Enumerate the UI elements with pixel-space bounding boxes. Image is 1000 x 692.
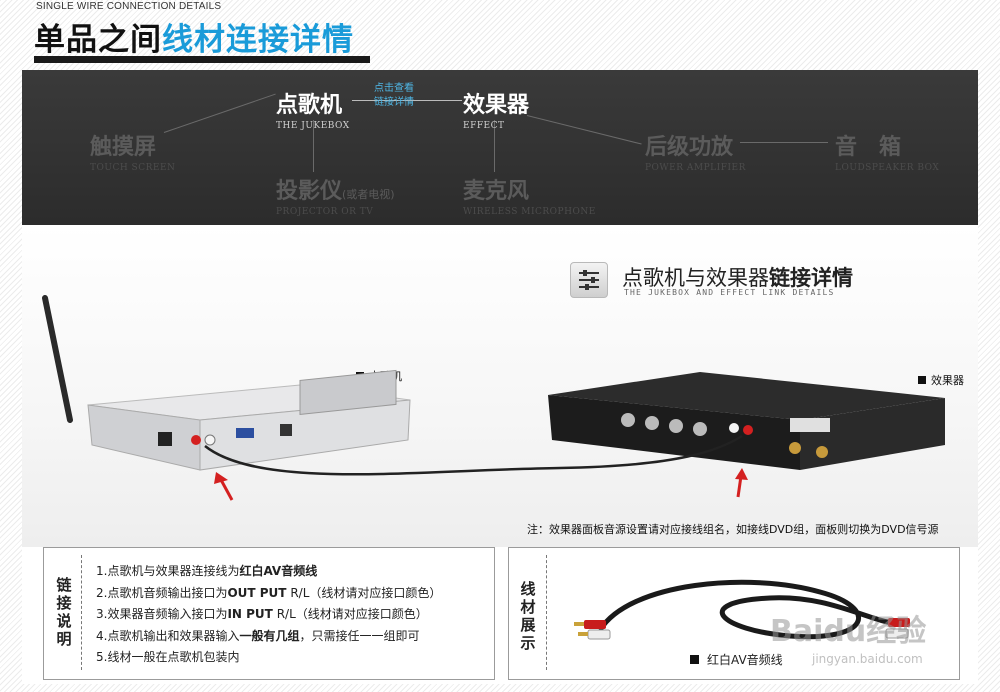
line-effect-amp bbox=[526, 115, 642, 145]
projector-zh: 投影仪 bbox=[276, 179, 343, 204]
rca-cable-image bbox=[574, 579, 910, 640]
item-text: 1.点歌机与效果器连接线为 bbox=[96, 564, 240, 578]
instruction-item: 3.效果器音频输入接口为IN PUT R/L（线材请对应接口颜色） bbox=[96, 604, 441, 626]
title-underline bbox=[34, 56, 370, 63]
node-amplifier-label: 后级功放 bbox=[645, 135, 734, 160]
node-touch-screen[interactable]: 触摸屏 TOUCH SCREEN bbox=[90, 129, 175, 173]
node-jukebox-label: 点歌机 bbox=[276, 93, 343, 118]
line-jukebox-effect bbox=[352, 100, 462, 101]
node-effect[interactable]: 效果器 EFFECT bbox=[463, 87, 529, 131]
node-jukebox[interactable]: 点歌机 THE JUKEBOX bbox=[276, 87, 350, 131]
item-text: 4.点歌机输出和效果器输入 bbox=[96, 628, 240, 643]
link-details-title-en: THE JUKEBOX AND EFFECT LINK DETAILS bbox=[624, 288, 835, 297]
cable-divider bbox=[546, 555, 547, 670]
effect-source-note: 注：效果器面板音源设置请对应接线组名，如接线DVD组，面板则切换为DVD信号源 bbox=[527, 523, 939, 536]
page-title: 单品之间线材连接详情 bbox=[34, 14, 354, 59]
view-link-details-link[interactable]: 点击查看 链接详情 bbox=[374, 82, 414, 110]
title-part-1: 单品之间 bbox=[34, 22, 162, 58]
node-speaker[interactable]: 音 箱 LOUDSPEAKER BOX bbox=[835, 129, 939, 173]
line-touch-jukebox bbox=[163, 93, 276, 133]
topology-band: 点歌机 THE JUKEBOX 点击查看 链接详情 效果器 EFFECT 触摸屏… bbox=[22, 70, 978, 225]
item-text: 3.效果器音频输入接口为 bbox=[96, 607, 228, 621]
projector-sub: (或者电视) bbox=[342, 188, 395, 201]
label-effect: 效果器 bbox=[918, 372, 964, 388]
node-effect-en: EFFECT bbox=[463, 121, 505, 131]
item-bold: 一般有几组 bbox=[239, 628, 300, 643]
node-microphone-en: WIRELESS MICROPHONE bbox=[463, 207, 596, 217]
node-speaker-label: 音 箱 bbox=[835, 135, 902, 160]
sliders-icon bbox=[570, 262, 608, 298]
node-microphone[interactable]: 麦克风 WIRELESS MICROPHONE bbox=[463, 173, 596, 217]
item-post: R/L（线材请对应接口颜色） bbox=[272, 607, 428, 621]
cable-side-label: 线材展示 bbox=[520, 580, 536, 652]
node-jukebox-en: THE JUKEBOX bbox=[276, 121, 350, 131]
link-details-title: 点歌机与效果器链接详情 bbox=[622, 262, 853, 292]
node-touch-en: TOUCH SCREEN bbox=[90, 163, 176, 173]
node-projector-label: 投影仪(或者电视) bbox=[276, 173, 395, 205]
title-part-2: 线材连接详情 bbox=[162, 22, 354, 58]
item-text: 2.点歌机音频输出接口为 bbox=[96, 585, 228, 600]
item-post: R/L（线材请对应接口颜色） bbox=[286, 585, 442, 600]
instruction-item: 4.点歌机输出和效果器输入一般有几组，只需接任一一组即可 bbox=[96, 626, 441, 648]
item-bold: 红白AV音频线 bbox=[239, 564, 318, 578]
instruction-item: 5.线材一般在点歌机包装内 bbox=[96, 647, 441, 669]
instructions-side-label: 链接说明 bbox=[56, 576, 72, 648]
link-title-bold: 链接详情 bbox=[769, 266, 853, 290]
click-line-2: 链接详情 bbox=[374, 97, 414, 108]
item-bold: IN PUT bbox=[227, 607, 273, 621]
instructions-list: 1.点歌机与效果器连接线为红白AV音频线 2.点歌机音频输出接口为OUT PUT… bbox=[96, 561, 441, 669]
watermark-brand: Baidu经验 bbox=[770, 614, 927, 649]
instruction-item: 1.点歌机与效果器连接线为红白AV音频线 bbox=[96, 561, 441, 583]
instruction-item: 2.点歌机音频输出接口为OUT PUT R/L（线材请对应接口颜色） bbox=[96, 583, 441, 605]
link-title-normal: 点歌机与效果器 bbox=[622, 266, 769, 290]
node-amplifier-en: POWER AMPLIFIER bbox=[645, 163, 746, 173]
node-amplifier[interactable]: 后级功放 POWER AMPLIFIER bbox=[645, 129, 746, 173]
node-speaker-en: LOUDSPEAKER BOX bbox=[835, 163, 940, 173]
cable-caption: 红白AV音频线 bbox=[690, 651, 783, 668]
node-projector[interactable]: 投影仪(或者电视) PROJECTOR OR TV bbox=[276, 173, 395, 217]
line-amp-speaker bbox=[740, 142, 828, 143]
item-bold: OUT PUT bbox=[227, 585, 287, 600]
instructions-divider bbox=[81, 555, 82, 670]
instructions-box bbox=[43, 547, 495, 680]
item-text: 5.线材一般在点歌机包装内 bbox=[96, 650, 240, 664]
label-jukebox: 点歌机 bbox=[356, 368, 402, 384]
item-post: ，只需接任一一组即可 bbox=[299, 628, 420, 643]
header-subtitle: SINGLE WIRE CONNECTION DETAILS bbox=[36, 1, 222, 12]
node-projector-en: PROJECTOR OR TV bbox=[276, 207, 374, 217]
node-microphone-label: 麦克风 bbox=[463, 179, 530, 204]
node-effect-label: 效果器 bbox=[463, 93, 530, 118]
watermark-url: jingyan.baidu.com bbox=[812, 652, 923, 666]
node-touch-label: 触摸屏 bbox=[90, 135, 157, 160]
line-jukebox-projector bbox=[313, 120, 314, 172]
line-effect-mic bbox=[494, 120, 495, 172]
click-line-1: 点击查看 bbox=[374, 83, 414, 94]
